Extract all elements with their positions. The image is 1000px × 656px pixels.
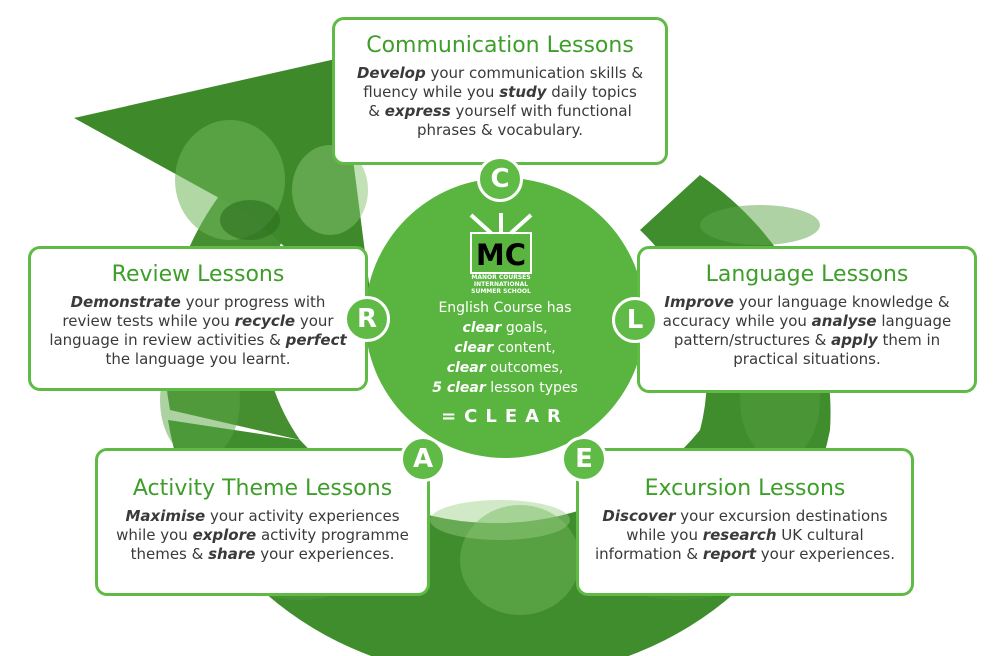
card-communication: Communication Lessons Develop your commu… xyxy=(332,17,668,165)
logo-line-3: SUMMER SCHOOL xyxy=(471,288,531,295)
card-review-text: Demonstrate your progress with review te… xyxy=(49,293,347,368)
card-excursion-title: Excursion Lessons xyxy=(644,476,846,501)
hub-clear-acronym: =CLEAR xyxy=(441,406,569,427)
card-language-text: Improve your language knowledge & accura… xyxy=(662,293,952,368)
badge-c: C xyxy=(477,156,523,202)
card-excursion-text: Discover your excursion destinations whi… xyxy=(595,507,895,563)
logo-line-1: MANOR COURSES xyxy=(471,274,531,281)
card-review: Review Lessons Demonstrate your progress… xyxy=(28,246,368,391)
card-review-title: Review Lessons xyxy=(111,262,285,287)
mc-logo-letters: MC xyxy=(476,238,526,272)
card-activity: Activity Theme Lessons Maximise your act… xyxy=(95,448,430,596)
hub-line-5: 5 clear lesson types xyxy=(432,380,578,396)
card-excursion: Excursion Lessons Discover your excursio… xyxy=(576,448,914,596)
mc-logo: MC xyxy=(469,213,533,274)
card-communication-title: Communication Lessons xyxy=(366,33,634,58)
logo-subtitle: MANOR COURSES INTERNATIONAL SUMMER SCHOO… xyxy=(459,274,543,295)
hub-line-2: clear goals, xyxy=(462,320,548,336)
badge-a: A xyxy=(400,436,446,482)
badge-l: L xyxy=(612,297,658,343)
hub-line-4: clear outcomes, xyxy=(446,360,564,376)
card-activity-text: Maximise your activity experiences while… xyxy=(116,507,409,563)
badge-r: R xyxy=(344,296,390,342)
hub-text: English Course has clear goals, clear co… xyxy=(385,298,625,398)
card-activity-title: Activity Theme Lessons xyxy=(132,476,393,501)
logo-line-2: INTERNATIONAL xyxy=(473,281,529,288)
center-hub: MC MANOR COURSES INTERNATIONAL SUMMER SC… xyxy=(365,178,645,458)
hub-line-1: English Course has xyxy=(438,300,572,316)
card-language: Language Lessons Improve your language k… xyxy=(637,246,977,393)
card-language-title: Language Lessons xyxy=(705,262,909,287)
hub-line-3: clear content, xyxy=(454,340,556,356)
badge-e: E xyxy=(561,436,607,482)
card-communication-text: Develop your communication skills & flue… xyxy=(356,64,644,139)
